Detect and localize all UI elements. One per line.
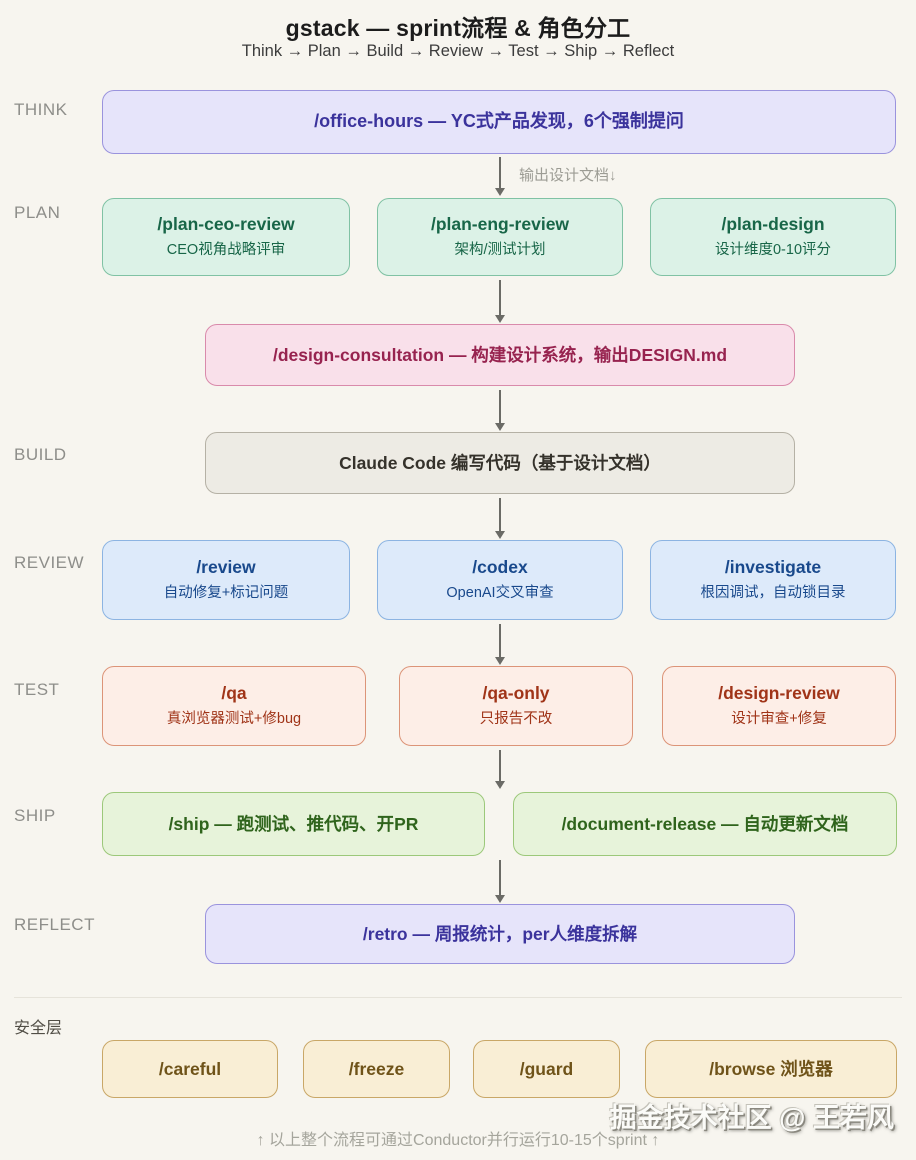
flow-arrow-ship-reflect (499, 860, 501, 896)
browse-label: /browse 浏览器 (709, 1058, 833, 1079)
stage-label-safety: 安全层 (14, 1020, 63, 1037)
office-hours-box: /office-hours — YC式产品发现，6个强制提问 (102, 90, 896, 154)
investigate-subtitle: 根因调试，自动锁目录 (700, 585, 846, 602)
build-box: Claude Code 编写代码（基于设计文档） (205, 432, 795, 494)
design-consultation-box: /design-consultation — 构建设计系统，输出DESIGN.m… (205, 324, 795, 386)
plan-ceo-review-box: /plan-ceo-review CEO视角战略评审 (102, 198, 350, 276)
office-hours-label: /office-hours — YC式产品发现，6个强制提问 (314, 111, 684, 132)
plan-design-box: /plan-design 设计维度0-10评分 (650, 198, 896, 276)
browse-box: /browse 浏览器 (645, 1040, 897, 1098)
freeze-label: /freeze (348, 1058, 405, 1079)
plan-eng-review-subtitle: 架构/测试计划 (454, 242, 546, 259)
careful-box: /careful (102, 1040, 278, 1098)
codex-subtitle: OpenAI交叉审查 (446, 585, 554, 602)
footer-note: ↑ 以上整个流程可通过Conductor并行运行10-15个sprint ↑ (256, 1132, 660, 1149)
freeze-box: /freeze (303, 1040, 450, 1098)
plan-design-title: /plan-design (721, 214, 825, 235)
retro-label: /retro — 周报统计，per人维度拆解 (362, 923, 638, 944)
codex-title: /codex (472, 557, 528, 578)
page-subtitle: Think → Plan → Build → Review → Test → S… (241, 42, 675, 60)
flow-arrow-think-plan (499, 157, 501, 189)
page-title: gstack — sprint流程 & 角色分工 (285, 15, 631, 41)
flow-arrow-design-build (499, 390, 501, 424)
design-review-box: /design-review 设计审查+修复 (662, 666, 896, 746)
stage-label-plan: PLAN (14, 203, 61, 222)
stage-label-test: TEST (14, 680, 60, 699)
retro-box: /retro — 周报统计，per人维度拆解 (205, 904, 795, 964)
review-box: /review 自动修复+标记问题 (102, 540, 350, 620)
stage-label-build: BUILD (14, 445, 67, 464)
arrow-output-label: 输出设计文档↓ (519, 167, 617, 184)
stage-label-ship: SHIP (14, 806, 56, 825)
document-release-label: /document-release — 自动更新文档 (561, 813, 849, 834)
flow-arrow-review-test (499, 624, 501, 658)
flow-arrow-build-review (499, 498, 501, 532)
qa-only-box: /qa-only 只报告不改 (399, 666, 633, 746)
plan-eng-review-box: /plan-eng-review 架构/测试计划 (377, 198, 623, 276)
plan-eng-review-title: /plan-eng-review (430, 214, 570, 235)
design-consultation-label: /design-consultation — 构建设计系统，输出DESIGN.m… (272, 344, 728, 365)
stage-label-think: THINK (14, 100, 68, 119)
stage-label-review: REVIEW (14, 553, 85, 572)
qa-only-subtitle: 只报告不改 (479, 711, 553, 728)
investigate-box: /investigate 根因调试，自动锁目录 (650, 540, 896, 620)
guard-label: /guard (519, 1058, 574, 1079)
ship-box: /ship — 跑测试、推代码、开PR (102, 792, 485, 856)
review-subtitle: 自动修复+标记问题 (163, 585, 289, 602)
plan-ceo-review-title: /plan-ceo-review (157, 214, 295, 235)
plan-ceo-review-subtitle: CEO视角战略评审 (166, 242, 286, 259)
flow-arrow-plan-design (499, 280, 501, 316)
investigate-title: /investigate (724, 557, 822, 578)
qa-box: /qa 真浏览器测试+修bug (102, 666, 366, 746)
qa-subtitle: 真浏览器测试+修bug (166, 711, 302, 728)
section-divider (14, 997, 902, 998)
flow-arrow-test-ship (499, 750, 501, 782)
watermark: 掘金技术社区 @ 王若风 (609, 1103, 894, 1133)
qa-title: /qa (221, 683, 247, 704)
review-title: /review (196, 557, 256, 578)
guard-box: /guard (473, 1040, 620, 1098)
codex-box: /codex OpenAI交叉审查 (377, 540, 623, 620)
plan-design-subtitle: 设计维度0-10评分 (714, 242, 832, 259)
document-release-box: /document-release — 自动更新文档 (513, 792, 897, 856)
design-review-subtitle: 设计审查+修复 (731, 711, 827, 728)
ship-label: /ship — 跑测试、推代码、开PR (168, 813, 419, 834)
careful-label: /careful (158, 1058, 222, 1079)
build-label: Claude Code 编写代码（基于设计文档） (339, 452, 661, 473)
qa-only-title: /qa-only (482, 683, 550, 704)
design-review-title: /design-review (718, 683, 840, 704)
stage-label-reflect: REFLECT (14, 915, 95, 934)
